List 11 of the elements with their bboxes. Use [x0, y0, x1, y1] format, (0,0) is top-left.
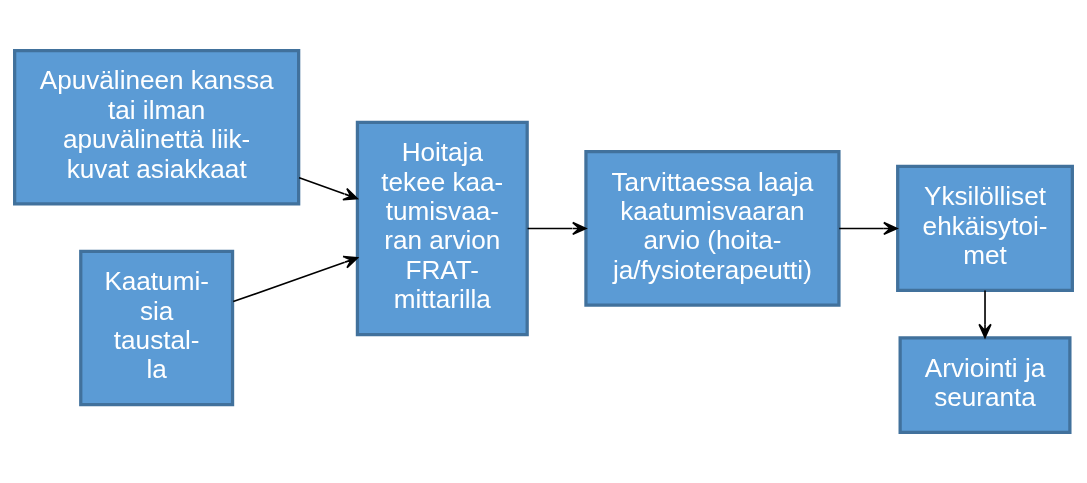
arrow: [232, 255, 359, 303]
node-box: Kaatumi- sia taustal- la: [79, 249, 235, 407]
node-box: Hoitaja tekee kaa- tumisvaa- ran arvion FRAT- mittarilla: [355, 120, 529, 337]
node-box: Yksilölliset ehkäisytoi- met: [896, 164, 1074, 293]
arrow: [978, 289, 992, 339]
node-box: Arviointi ja seuranta: [898, 336, 1072, 435]
arrow: [838, 221, 898, 236]
node-box: Apuvälineen kanssa tai ilman apuvälinettä liik- kuvat asiakkaat: [13, 48, 301, 206]
arrow: [298, 176, 358, 201]
arrow: [526, 221, 587, 236]
node-box: Tarvittaessa laaja kaatumisvaaran arvio (hoita- ja/fysioterapeutti): [584, 150, 841, 307]
